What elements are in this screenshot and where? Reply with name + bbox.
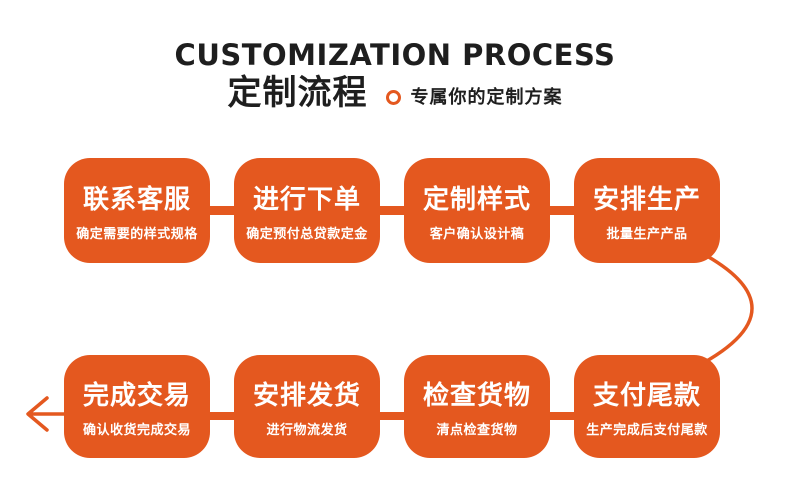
step-subtitle: 客户确认设计稿 [429,227,525,242]
connector-line [368,206,416,215]
step-subtitle: 生产完成后支付尾款 [586,423,708,438]
ring-dot-icon [385,89,401,105]
step-title: 支付尾款 [592,381,701,411]
step-title: 安排生产 [592,185,701,215]
connector-line [198,412,246,420]
flow-step-place-order: 进行下单 确定预付总贷款定金 [234,158,380,263]
flow-step-contact-service: 联系客服 确定需要的样式规格 [64,158,210,263]
title-chinese: 定制流程 [227,73,368,113]
flow-step-complete-transaction: 完成交易 确认收货完成交易 [64,355,210,458]
step-title: 完成交易 [82,381,191,411]
step-title: 联系客服 [82,185,191,215]
return-arc-icon [687,244,754,373]
flow-step-pay-balance: 支付尾款 生产完成后支付尾款 [574,355,720,458]
step-subtitle: 进行物流发货 [266,423,348,438]
exit-arrow-icon [26,396,68,432]
flow-step-custom-style: 定制样式 客户确认设计稿 [404,158,550,263]
step-subtitle: 确定需要的样式规格 [76,227,198,242]
connector-line [538,206,586,215]
step-subtitle: 清点检查货物 [436,423,518,438]
step-title: 定制样式 [422,185,531,215]
step-title: 进行下单 [252,185,361,215]
connector-line [198,206,246,215]
connector-line [368,412,416,420]
flow-step-inspect-goods: 检查货物 清点检查货物 [404,355,550,458]
title-row: 定制流程 专属你的定制方案 [0,76,790,110]
title-english: CUSTOMIZATION PROCESS [174,38,616,72]
step-subtitle: 确认收货完成交易 [82,423,191,438]
step-title: 检查货物 [422,381,531,411]
step-title: 安排发货 [252,381,361,411]
flow-step-arrange-production: 安排生产 批量生产产品 [574,158,720,263]
tagline: 专属你的定制方案 [410,87,563,108]
connector-line [538,412,586,420]
step-subtitle: 确定预付总贷款定金 [246,227,368,242]
flow-step-arrange-shipping: 安排发货 进行物流发货 [234,355,380,458]
step-subtitle: 批量生产产品 [606,227,688,242]
